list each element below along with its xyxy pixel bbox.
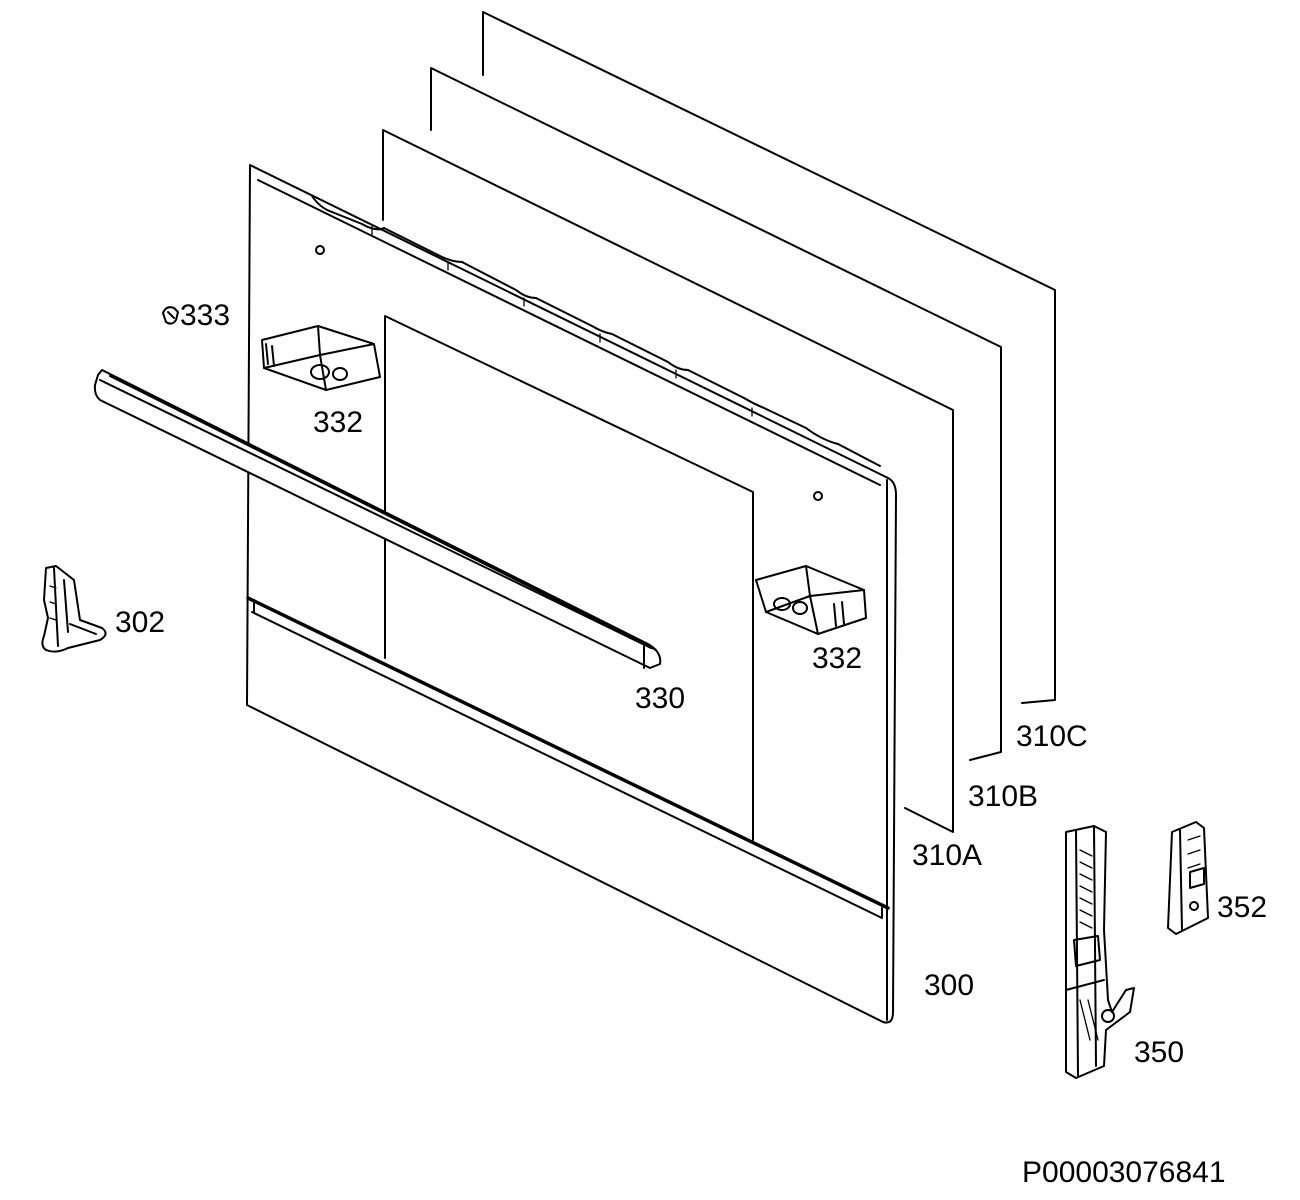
label-332-left: 332 <box>313 406 363 439</box>
hinge-receiver-352 <box>1167 821 1209 935</box>
label-310b: 310B <box>968 780 1038 813</box>
label-333: 333 <box>180 299 230 332</box>
label-302: 302 <box>115 606 165 639</box>
label-332-right: 332 <box>812 642 862 675</box>
document-id: P00003076841 <box>1022 1156 1226 1189</box>
hinge-assembly-350 <box>1065 825 1135 1079</box>
label-310c: 310C <box>1016 720 1088 753</box>
door-catch-302 <box>41 565 107 653</box>
glass-panel-310c <box>482 11 1056 704</box>
door-front-panel-300 <box>246 164 897 1024</box>
hinge-bracket-332-right <box>755 565 867 635</box>
hinge-bracket-332-left <box>261 325 381 391</box>
glass-panel-310b <box>430 67 1002 761</box>
label-310a: 310A <box>912 839 982 872</box>
screw-333 <box>162 306 179 325</box>
label-330: 330 <box>635 682 685 715</box>
label-350: 350 <box>1134 1036 1184 1069</box>
label-352: 352 <box>1217 891 1267 924</box>
glass-panel-310a <box>382 129 954 833</box>
label-300: 300 <box>924 969 974 1002</box>
door-handle-330 <box>93 369 662 669</box>
